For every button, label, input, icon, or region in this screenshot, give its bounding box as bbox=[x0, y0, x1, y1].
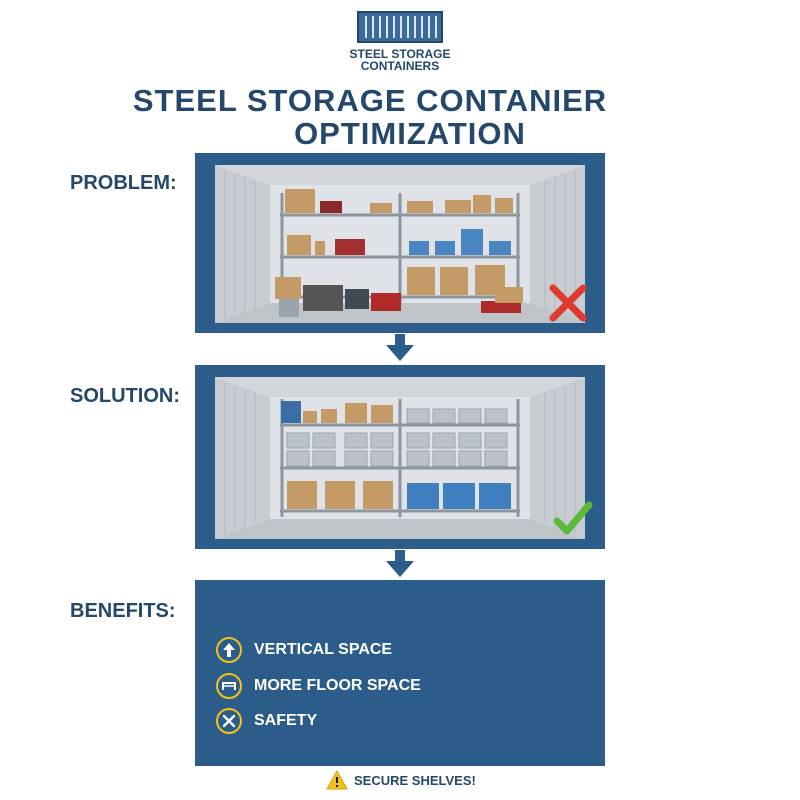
problem-label: PROBLEM: bbox=[70, 172, 177, 194]
red-x-icon bbox=[549, 284, 587, 322]
logo-line-1: STEEL STORAGE bbox=[349, 47, 451, 61]
benefits-panel bbox=[195, 580, 605, 766]
benefit-vertical-space: VERTICAL SPACE bbox=[216, 637, 392, 663]
logo-wordmark: STEEL STORAGE CONTAINERS bbox=[340, 48, 460, 72]
title-line-1: STEEL STORAGE CONTANIER bbox=[132, 83, 608, 118]
logo-line-2: CONTAINERS bbox=[360, 59, 440, 73]
title-line-2: OPTIMIZATION bbox=[294, 116, 526, 151]
problem-panel bbox=[195, 153, 605, 333]
down-arrow-icon-2 bbox=[386, 550, 414, 577]
footer-label: SECURE SHELVES! bbox=[354, 772, 476, 788]
solution-label: SOLUTION: bbox=[70, 385, 180, 407]
secure-shelves-notice: SECURE SHELVES! bbox=[326, 770, 476, 790]
brand-logo: STEEL STORAGE CONTAINERS bbox=[340, 10, 460, 72]
green-check-icon bbox=[553, 501, 593, 535]
organized-container-illustration bbox=[215, 377, 593, 539]
cluttered-container-illustration bbox=[215, 165, 587, 323]
page-title: STEEL STORAGE CONTANIER OPTIMIZATION bbox=[0, 84, 800, 150]
benefits-label: BENEFITS: bbox=[70, 600, 176, 622]
down-arrow-icon bbox=[386, 334, 414, 361]
benefit-more-floor-space: MORE FLOOR SPACE bbox=[216, 673, 421, 699]
benefit-label: SAFETY bbox=[254, 712, 318, 729]
solution-panel bbox=[195, 365, 605, 549]
benefit-label: VERTICAL SPACE bbox=[254, 641, 393, 658]
benefit-label: MORE FLOOR SPACE bbox=[254, 677, 421, 694]
warning-icon bbox=[326, 770, 348, 790]
floor-space-icon bbox=[216, 673, 242, 699]
crossed-tools-icon bbox=[216, 708, 242, 734]
up-arrow-icon bbox=[216, 637, 242, 663]
shipping-container-icon bbox=[357, 11, 443, 43]
benefit-safety: SAFETY bbox=[216, 708, 317, 734]
